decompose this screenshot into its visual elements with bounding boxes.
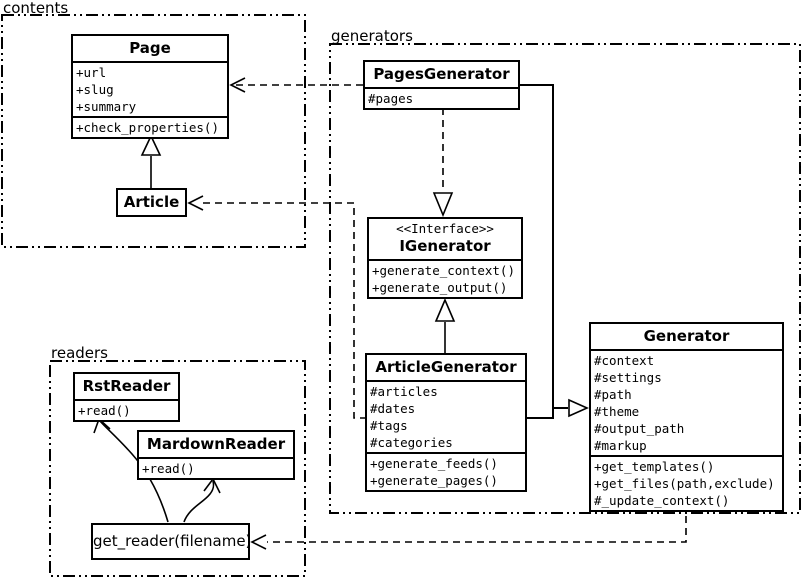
- class-mardownreader-title: MardownReader: [146, 435, 286, 453]
- class-article: Article: [116, 188, 187, 217]
- arrow-open-page: [229, 77, 246, 93]
- arrow-triangle-igenerator-top: [432, 192, 454, 218]
- package-readers-border: [49, 360, 306, 577]
- class-page: Page +url +slug +summary +check_properti…: [71, 34, 229, 139]
- edge-articlegenerator-extends-generator: [527, 408, 554, 419]
- class-article-title: Article: [123, 193, 180, 211]
- class-pagesgenerator-title: PagesGenerator: [373, 65, 510, 83]
- class-igenerator-methods: +generate_context() +generate_output(): [369, 259, 521, 297]
- class-igenerator-name: IGenerator: [399, 237, 491, 255]
- arrow-open-getreader: [250, 534, 267, 550]
- attribute: #markup: [594, 438, 647, 453]
- attribute: #tags: [370, 418, 408, 433]
- method: +generate_context(): [372, 263, 515, 278]
- arrow-triangle-generator: [568, 398, 589, 418]
- edge-generator-depends-getreader: [267, 504, 687, 543]
- attribute: #articles: [370, 384, 438, 399]
- attribute: #categories: [370, 435, 453, 450]
- attribute: #dates: [370, 401, 416, 416]
- class-generator-methods: +get_templates() +get_files(path,exclude…: [591, 455, 782, 510]
- package-generators-label: generators: [331, 27, 413, 45]
- method: +get_files(path,exclude): [594, 476, 775, 491]
- attribute: +url: [76, 65, 107, 80]
- class-generator: Generator #context #settings #path #them…: [589, 322, 784, 512]
- class-rstreader-title: RstReader: [82, 377, 171, 395]
- attribute: #pages: [368, 91, 414, 106]
- class-articlegenerator-methods: +generate_feeds() +generate_pages(): [367, 452, 525, 490]
- attribute: +slug: [76, 82, 114, 97]
- arrow-open-article: [187, 195, 204, 211]
- node-get-reader: get_reader(filename): [91, 523, 251, 560]
- class-page-attributes: +url +slug +summary: [73, 61, 227, 116]
- edge-articlegenerator-depends-article: [203, 202, 367, 419]
- class-rstreader-methods: +read(): [75, 399, 178, 420]
- method: +get_templates(): [594, 459, 715, 474]
- class-igenerator: <<Interface>> IGenerator +generate_conte…: [367, 217, 523, 299]
- arrow-triangle-page: [140, 134, 162, 156]
- class-generator-attributes: #context #settings #path #theme #output_…: [591, 349, 782, 455]
- method: +generate_pages(): [370, 473, 498, 488]
- package-contents-label: contents: [3, 0, 69, 17]
- class-articlegenerator: ArticleGenerator #articles #dates #tags …: [365, 353, 527, 492]
- attribute: #context: [594, 353, 655, 368]
- method: #_update_context(): [594, 493, 730, 508]
- class-page-title: Page: [129, 39, 171, 57]
- package-contents-border: [1, 14, 306, 248]
- attribute: #output_path: [594, 421, 685, 436]
- edge-getreader-to-mardownreader: [183, 480, 215, 523]
- method: +generate_feeds(): [370, 456, 498, 471]
- arrow-triangle-igenerator-bottom: [434, 297, 456, 322]
- class-pagesgenerator: PagesGenerator #pages: [363, 60, 520, 110]
- class-generator-title: Generator: [643, 327, 730, 345]
- edge-getreader-to-rstreader: [99, 420, 169, 523]
- class-igenerator-stereotype: <<Interface>>: [396, 221, 494, 236]
- method: +read(): [142, 461, 195, 476]
- edge-pagesgenerator-extends-generator: [520, 84, 568, 409]
- class-igenerator-title: <<Interface>> IGenerator: [369, 219, 521, 259]
- class-pagesgenerator-attributes: #pages: [365, 87, 518, 108]
- package-readers-label: readers: [51, 344, 108, 362]
- attribute: #theme: [594, 404, 640, 419]
- class-page-methods: +check_properties(): [73, 116, 227, 137]
- class-mardownreader: MardownReader +read(): [137, 430, 295, 480]
- class-mardownreader-methods: +read(): [139, 457, 293, 478]
- class-rstreader: RstReader +read(): [73, 372, 180, 422]
- method: +check_properties(): [76, 120, 219, 135]
- attribute: +summary: [76, 99, 137, 114]
- attribute: #settings: [594, 370, 662, 385]
- method: +read(): [78, 403, 131, 418]
- package-generators-border: [329, 43, 801, 514]
- attribute: #path: [594, 387, 632, 402]
- method: +generate_output(): [372, 280, 508, 295]
- class-articlegenerator-title: ArticleGenerator: [375, 358, 517, 376]
- class-articlegenerator-attributes: #articles #dates #tags #categories: [367, 380, 525, 452]
